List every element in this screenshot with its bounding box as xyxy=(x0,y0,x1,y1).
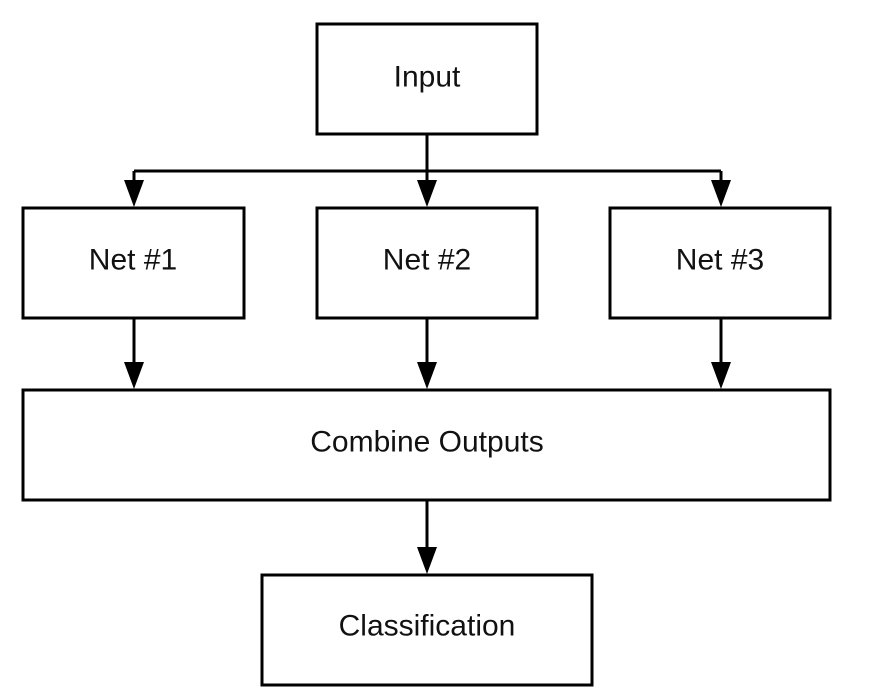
node-net2-box xyxy=(315,206,539,320)
node-net3-label: Net #3 xyxy=(676,244,764,277)
node-classification-label: Classification xyxy=(339,610,516,643)
node-combine: Combine Outputs xyxy=(21,388,832,502)
node-net3: Net #3 xyxy=(608,206,832,320)
node-combine-box xyxy=(21,388,832,502)
node-classification: Classification xyxy=(260,573,594,687)
node-net1-label: Net #1 xyxy=(89,244,177,277)
node-combine-label: Combine Outputs xyxy=(310,426,543,459)
node-input-box xyxy=(315,22,539,136)
node-classification-box xyxy=(260,573,594,687)
arrowhead-input-to-net1 xyxy=(124,180,144,207)
arrowhead-input-to-net2 xyxy=(417,180,437,207)
node-input: Input xyxy=(315,22,539,136)
node-net1-box xyxy=(21,206,246,320)
arrowhead-net2-to-combine xyxy=(417,362,437,389)
node-input-label: Input xyxy=(394,61,461,94)
arrowhead-net1-to-combine xyxy=(124,362,144,389)
arrowhead-input-to-net3 xyxy=(711,180,731,207)
node-net1: Net #1 xyxy=(21,206,246,320)
node-net2: Net #2 xyxy=(315,206,539,320)
edges xyxy=(124,134,731,574)
arrowhead-net3-to-combine xyxy=(711,362,731,389)
node-net2-label: Net #2 xyxy=(383,244,471,277)
node-net3-box xyxy=(608,206,832,320)
arrowhead-combine-to-classification xyxy=(417,547,437,574)
